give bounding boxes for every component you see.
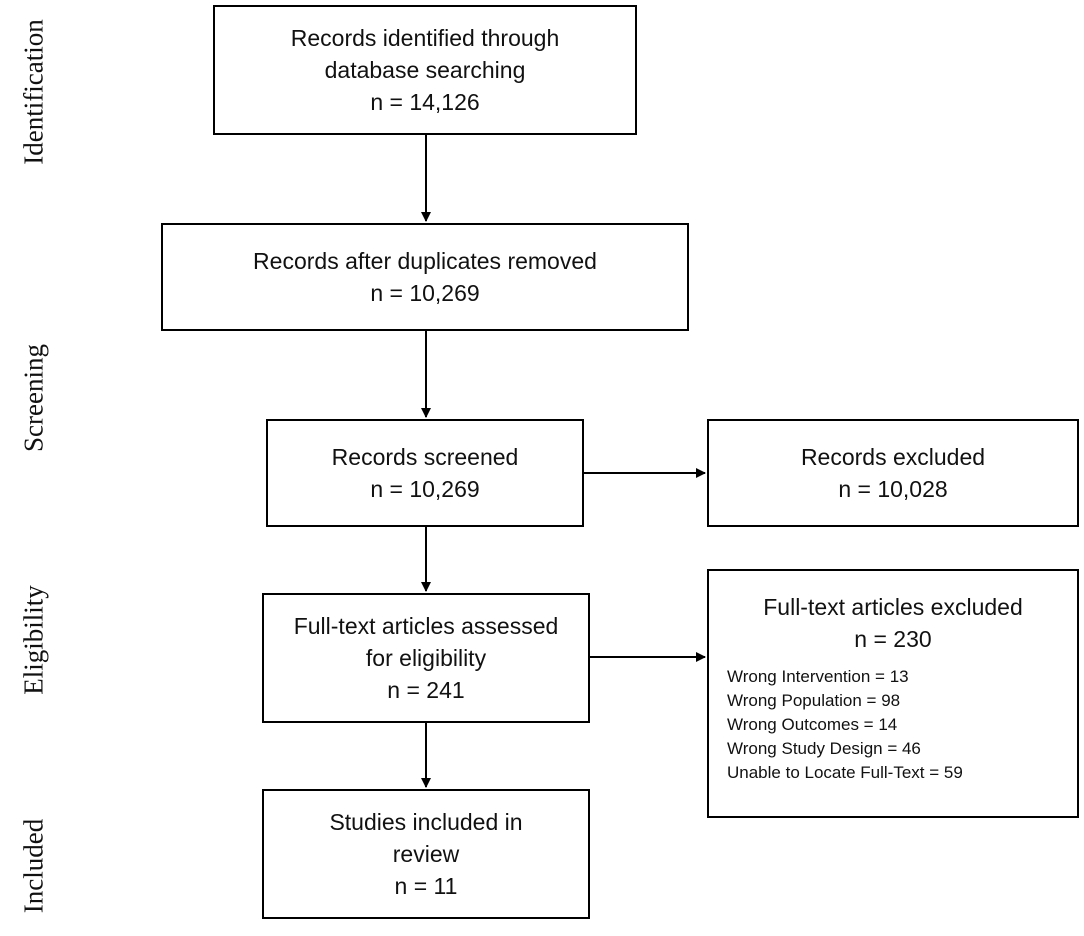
records-excluded-label: Records excluded	[800, 444, 986, 470]
records-screened-count: n = 10,269	[370, 476, 480, 502]
fulltext-assessed-box: Full-text articles assessed for eligibil…	[262, 593, 590, 723]
records-identified-count: n = 14,126	[370, 89, 480, 115]
studies-included-box: Studies included in review n = 11	[262, 789, 590, 919]
records-deduplicated-box: Records after duplicates removed n = 10,…	[161, 223, 689, 331]
records-deduplicated-label: Records after duplicates removed	[253, 248, 597, 274]
records-screened-box: Records screened n = 10,269	[266, 419, 584, 527]
studies-included-label-line2: review	[392, 841, 460, 867]
records-deduplicated-count: n = 10,269	[370, 280, 480, 306]
records-identified-box: Records identified through database sear…	[213, 5, 637, 135]
fulltext-excluded-box: Full-text articles excluded n = 230 Wron…	[707, 569, 1079, 818]
exclusion-reason: Wrong Outcomes = 14	[727, 715, 898, 734]
records-excluded-count: n = 10,028	[838, 476, 948, 502]
fulltext-assessed-count: n = 241	[387, 677, 465, 703]
records-identified-label-line2: database searching	[324, 57, 526, 83]
records-screened-label: Records screened	[331, 444, 519, 470]
fulltext-excluded-count: n = 230	[854, 626, 932, 652]
exclusion-reason: Wrong Intervention = 13	[727, 667, 909, 686]
studies-included-count: n = 11	[394, 873, 458, 899]
fulltext-assessed-label-line1: Full-text articles assessed	[293, 613, 559, 639]
exclusion-reason: Wrong Study Design = 46	[727, 739, 921, 758]
records-identified-label-line1: Records identified through	[290, 25, 560, 51]
exclusion-reason: Wrong Population = 98	[727, 691, 901, 710]
studies-included-label-line1: Studies included in	[329, 809, 523, 835]
exclusion-reason: Unable to Locate Full-Text = 59	[727, 763, 963, 782]
fulltext-excluded-label: Full-text articles excluded	[763, 594, 1023, 620]
exclusion-reasons-list: Wrong Intervention = 13 Wrong Population…	[727, 665, 963, 785]
fulltext-assessed-label-line2: for eligibility	[365, 645, 487, 671]
records-excluded-box: Records excluded n = 10,028	[707, 419, 1079, 527]
